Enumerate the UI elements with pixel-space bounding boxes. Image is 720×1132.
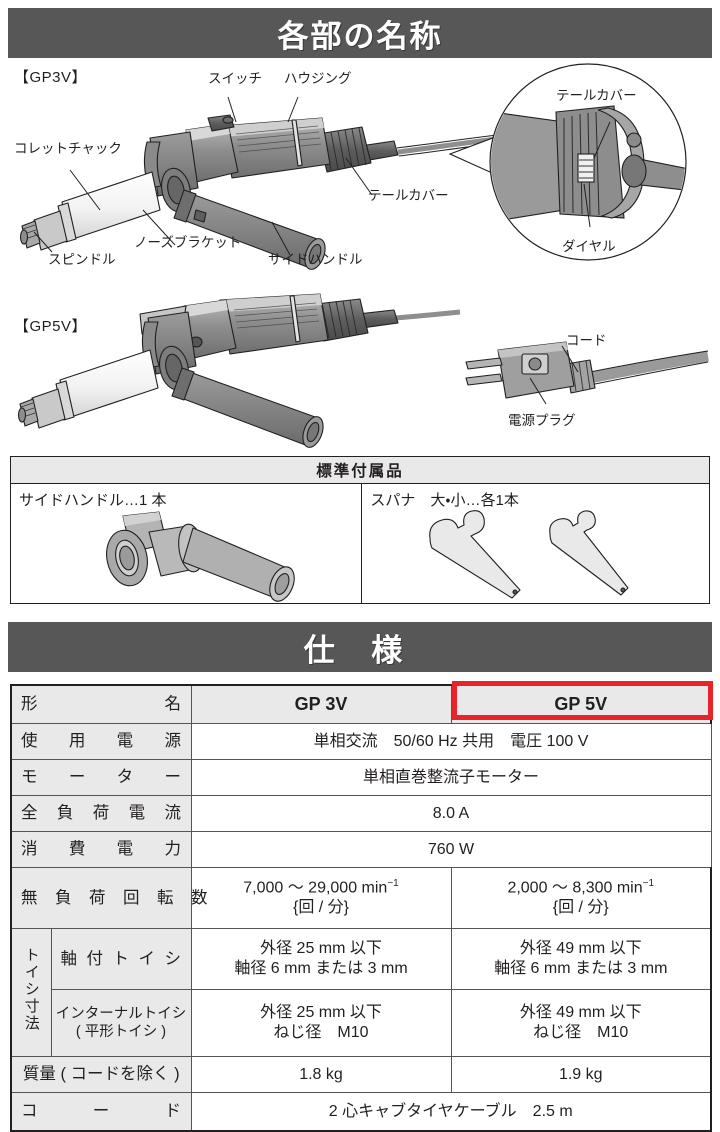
- side-handle-icon: [106, 511, 295, 602]
- no-load-speed-gp3v-main: 7,000 ～ 29,000 min: [243, 879, 388, 897]
- callout-side-handle: サイドハンドル: [268, 252, 363, 267]
- rowhead-power-source: 使 用 電 源: [10, 723, 192, 760]
- no-load-speed-gp5v-main: 2,000 ～ 8,300 min: [507, 879, 643, 897]
- table-row-mounted-wheel: トイシ寸法 軸 付 ト イ シ 外径 25 mm 以下 軸径 6 mm または …: [10, 928, 712, 1057]
- value-cord: 2 心キャブタイヤケーブル 2.5 m: [190, 1092, 712, 1132]
- accessory-item-side-handle: サイドハンドル…1 本: [11, 484, 363, 603]
- mounted-wheel-gp5v-line1: 外径 49 mm 以下: [519, 940, 642, 957]
- spanner-icon: [429, 510, 629, 599]
- section-title-parts: 各部の名称: [277, 18, 443, 54]
- rowhead-no-load-speed: 無 負 荷 回 転 数: [10, 867, 208, 929]
- table-row-full-load-current: 全 負 荷 電 流 8.0 A: [10, 795, 712, 832]
- accessory-item-spanners: スパナ 大・小…各1本: [362, 484, 709, 603]
- table-row-no-load-speed: 無 負 荷 回 転 数 7,000 ～ 29,000 min−1 {回 / 分}…: [10, 867, 712, 929]
- value-full-load-current: 8.0 A: [190, 795, 712, 832]
- model-header-gp5v: GP 5V: [450, 684, 712, 724]
- specification-table: 形 名 GP 3V GP 5V 使 用 電 源 単相交流 50/60 Hz 共用…: [10, 684, 712, 1132]
- callout-cord: コード: [566, 333, 607, 348]
- rowhead-power-consumption: 消 費 電 力: [10, 831, 192, 868]
- value-mounted-wheel-gp5v: 外径 49 mm 以下 軸径 6 mm または 3 mm: [450, 928, 712, 990]
- no-load-speed-gp5v-sub: {回 / 分}: [552, 899, 609, 917]
- table-row-internal-wheel: インターナルトイシ ( 平形トイシ ) 外径 25 mm 以下 ねじ径 M10 …: [11, 989, 712, 1057]
- rowhead-model: 形 名: [10, 684, 192, 724]
- callout-tail-cover-detail: テールカバー: [556, 88, 637, 103]
- internal-wheel-gp3v-line1: 外径 25 mm 以下: [260, 1004, 382, 1021]
- accessories-header: 標準付属品: [11, 457, 709, 484]
- wheel-dimensions-vertical-label: トイシ寸法: [22, 947, 40, 1033]
- value-no-load-speed-gp5v: 2,000 ～ 8,300 min−1 {回 / 分}: [450, 867, 712, 929]
- callout-power-plug: 電源プラグ: [508, 413, 576, 428]
- value-no-load-speed-gp3v: 7,000 ～ 29,000 min−1 {回 / 分}: [190, 867, 452, 929]
- callout-spindle: スピンドル: [48, 252, 116, 267]
- rowhead-mounted-wheel: 軸 付 ト イ シ: [50, 928, 192, 990]
- callout-dial: ダイヤル: [562, 239, 616, 254]
- gp3v-illustration: [19, 96, 524, 270]
- model-header-gp3v: GP 3V: [190, 684, 452, 724]
- callout-tail-cover: テールカバー: [368, 188, 449, 203]
- table-row-cord: コ ー ド 2 心キャブタイヤケーブル 2.5 m: [10, 1092, 712, 1132]
- value-power-consumption: 760 W: [190, 831, 712, 868]
- value-motor: 単相直巻整流子モーター: [190, 759, 712, 796]
- mounted-wheel-gp3v-line2: 軸径 6 mm または 3 mm: [234, 960, 408, 977]
- internal-wheel-gp3v-line2: ねじ径 M10: [273, 1024, 369, 1041]
- internal-wheel-label-line1: インターナルトイシ: [55, 1005, 187, 1022]
- value-mounted-wheel-gp3v: 外径 25 mm 以下 軸径 6 mm または 3 mm: [190, 928, 452, 990]
- value-internal-wheel-gp5v: 外径 49 mm 以下 ねじ径 M10: [450, 989, 712, 1057]
- internal-wheel-label-line2: ( 平形トイシ ): [75, 1024, 167, 1040]
- table-row-power-consumption: 消 費 電 力 760 W: [10, 831, 712, 868]
- tail-cover-detail-illustration: [448, 63, 687, 261]
- rowhead-wheel-dimensions-group: トイシ寸法: [10, 928, 52, 1057]
- table-row-model: 形 名 GP 3V GP 5V: [10, 684, 712, 724]
- rowhead-motor: モ ー タ ー: [10, 759, 192, 796]
- table-row-motor: モ ー タ ー 単相直巻整流子モーター: [10, 759, 712, 796]
- value-power-source: 単相交流 50/60 Hz 共用 電圧 100 V: [190, 723, 712, 760]
- internal-wheel-gp5v-line1: 外径 49 mm 以下: [519, 1004, 642, 1021]
- section-header-spec: 仕 様: [8, 622, 712, 672]
- accessory-label-side-handle: サイドハンドル…1 本: [19, 492, 167, 509]
- mounted-wheel-gp3v-line1: 外径 25 mm 以下: [260, 940, 382, 957]
- no-load-speed-gp3v-sub: {回 / 分}: [292, 899, 350, 917]
- section-header-parts: 各部の名称: [8, 8, 712, 58]
- mounted-wheel-gp5v-line2: 軸径 6 mm または 3 mm: [494, 960, 668, 977]
- callout-housing: ハウジング: [284, 71, 352, 86]
- model-tag-gp5v: 【GP5V】: [14, 318, 88, 335]
- section-title-spec: 仕 様: [303, 632, 417, 668]
- gp5v-illustration: [17, 293, 461, 448]
- rowhead-cord: コ ー ド: [10, 1092, 192, 1132]
- no-load-speed-gp3v-unit-exp: −1: [387, 877, 399, 889]
- standard-accessories-box: 標準付属品 サイドハンドル…1 本 スパナ 大・小…各1: [10, 456, 710, 604]
- no-load-speed-gp5v-unit-exp: −1: [642, 877, 655, 889]
- callout-collet-chuck: コレットチャック: [14, 141, 122, 156]
- rowhead-full-load-current: 全 負 荷 電 流: [10, 795, 192, 832]
- table-row-power-source: 使 用 電 源 単相交流 50/60 Hz 共用 電圧 100 V: [10, 723, 712, 760]
- internal-wheel-gp5v-line2: ねじ径 M10: [533, 1024, 629, 1041]
- model-tag-gp3v: 【GP3V】: [14, 69, 88, 86]
- value-internal-wheel-gp3v: 外径 25 mm 以下 ねじ径 M10: [190, 989, 452, 1057]
- callout-switch: スイッチ: [208, 71, 262, 86]
- accessory-label-spanners: スパナ 大・小…各1本: [370, 492, 519, 509]
- power-plug-illustration: [465, 341, 709, 405]
- callout-nose-bracket: ノーズブラケット: [134, 235, 242, 250]
- rowhead-internal-wheel: インターナルトイシ ( 平形トイシ ): [50, 989, 192, 1057]
